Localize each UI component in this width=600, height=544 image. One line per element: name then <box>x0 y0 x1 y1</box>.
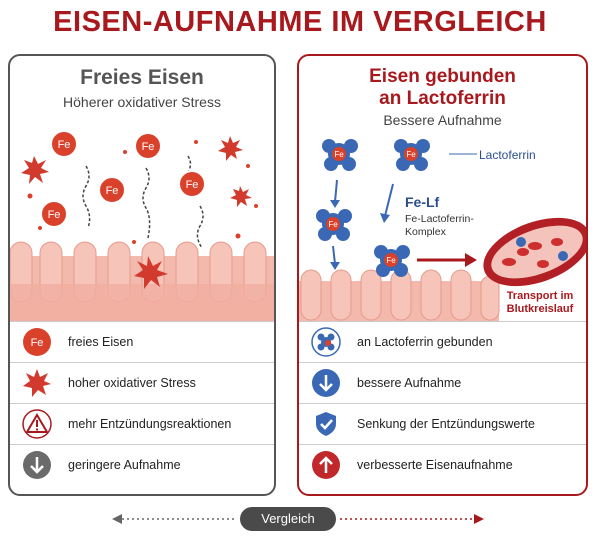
free-iron-panel: Freies Eisen Höherer oxidativer Stress <box>8 54 276 496</box>
lactoferrin-molecules: Fe Fe Fe Fe <box>316 139 430 277</box>
transport-line2: Blutkreislauf <box>506 303 574 315</box>
svg-text:Fe: Fe <box>334 150 344 159</box>
legend-row: mehr Entzündungsreaktionen <box>10 403 274 444</box>
legend-row: an Lactoferrin gebunden <box>299 321 586 362</box>
fe-label: Fe <box>186 179 199 191</box>
lactoferrin-heading-line2: an Lactoferrin <box>379 88 506 109</box>
lactoferrin-molecule: Fe <box>316 209 352 241</box>
lactoferrin-panel: Eisen gebunden an Lactoferrin Bessere Au… <box>297 54 588 496</box>
legend-label: geringere Aufnahme <box>68 458 181 472</box>
fe-ion: Fe <box>50 130 78 158</box>
lactoferrin-heading: Eisen gebunden an Lactoferrin <box>299 66 586 110</box>
lactoferrin-label: Lactoferrin <box>479 148 536 162</box>
legend-label: verbesserte Eisenaufnahme <box>357 458 513 472</box>
legend-row: hoher oxidativer Stress <box>10 362 274 403</box>
arrow-up-red-icon <box>312 451 340 479</box>
page-title: EISEN-AUFNAHME IM VERGLEICH <box>53 6 547 38</box>
fe-label: Fe <box>106 185 119 197</box>
lactoferrin-molecule: Fe <box>374 245 410 277</box>
fe-label: Fe <box>58 139 71 151</box>
lactoferrin-molecule: Fe <box>322 139 358 171</box>
fe-circle-icon: Fe <box>23 328 51 356</box>
svg-text:Fe: Fe <box>406 150 416 159</box>
legend-label: bessere Aufnahme <box>357 376 462 390</box>
shield-check-icon <box>316 412 336 436</box>
legend-row: bessere Aufnahme <box>299 362 586 403</box>
fe-ion: Fe <box>40 200 68 228</box>
fe-label: Fe <box>142 141 155 153</box>
free-iron-heading: Freies Eisen <box>80 66 204 89</box>
legend-label: an Lactoferrin gebunden <box>357 335 493 349</box>
free-iron-subheading: Höherer oxidativer Stress <box>63 94 221 110</box>
blue-arrows <box>330 179 394 270</box>
arrow-down-gray-icon <box>23 451 51 479</box>
lactoferrin-heading-line1: Eisen gebunden <box>369 66 516 87</box>
transport-line1: Transport im <box>506 290 574 302</box>
complex-sub2: Komplex <box>405 226 446 238</box>
fe-label: Fe <box>48 209 61 221</box>
transport-label: Transport im Blutkreislauf <box>497 290 583 316</box>
small-iron-dots <box>27 140 258 244</box>
compare-badge: Vergleich <box>240 507 336 531</box>
red-transport-arrowhead <box>465 253 477 267</box>
svg-text:Fe: Fe <box>328 220 338 229</box>
wavy-arrows-left <box>82 155 204 249</box>
complex-sub1: Fe-Lactoferrin- <box>405 213 474 225</box>
legend-label: freies Eisen <box>68 335 134 349</box>
legend-row: Fe freies Eisen <box>10 321 274 362</box>
villi-right <box>300 269 500 321</box>
legend-row: geringere Aufnahme <box>10 444 274 485</box>
lactoferrin-legend: an Lactoferrin gebunden bessere Aufnahme… <box>299 321 586 485</box>
legend-label: hoher oxidativer Stress <box>68 376 196 390</box>
starburst-icon <box>23 369 51 397</box>
lactoferrin-scene: Fe Fe Fe Fe <box>299 139 586 321</box>
warning-triangle-icon <box>22 409 52 439</box>
legend-row: Senkung der Entzündungswerte <box>299 403 586 444</box>
svg-text:Fe: Fe <box>31 337 44 349</box>
fe-ions-left: Fe Fe Fe Fe Fe <box>40 130 206 228</box>
comparison-arrows <box>112 514 484 524</box>
svg-text:Fe: Fe <box>386 256 396 265</box>
complex-label: Fe-Lf <box>405 194 440 210</box>
legend-row: verbesserte Eisenaufnahme <box>299 444 586 485</box>
fe-ion: Fe <box>178 170 206 198</box>
arrow-down-blue-icon <box>312 369 340 397</box>
oxidative-stress-bursts <box>21 136 252 289</box>
fe-ion: Fe <box>98 176 126 204</box>
lactoferrin-subheading: Bessere Aufnahme <box>383 112 502 128</box>
lactoferrin-icon <box>311 327 341 357</box>
legend-label: Senkung der Entzündungswerte <box>357 417 535 431</box>
legend-label: mehr Entzündungsreaktionen <box>68 417 232 431</box>
free-iron-scene: Fe Fe Fe Fe Fe <box>10 130 274 321</box>
free-iron-legend: Fe freies Eisen hoher oxidativer Stress … <box>10 321 274 485</box>
blood-vessel <box>483 217 586 287</box>
lactoferrin-molecule: Fe <box>394 139 430 171</box>
fe-ion: Fe <box>134 132 162 160</box>
